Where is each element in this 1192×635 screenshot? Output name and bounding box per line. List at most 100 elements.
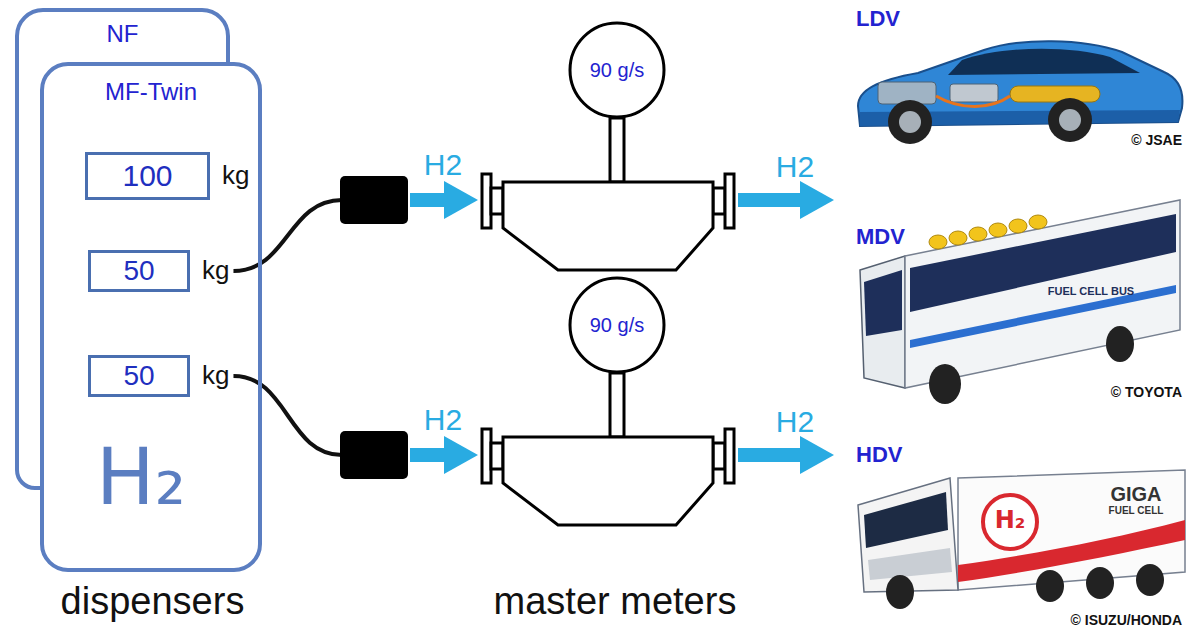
meter-pipe — [713, 188, 725, 214]
flow-arrow-shaft — [410, 193, 448, 207]
bus-wheel — [929, 364, 961, 404]
flow-label: H2 — [403, 148, 483, 183]
vehicle-picture: LDV © JSAE — [850, 4, 1188, 150]
car-rim — [1059, 109, 1081, 131]
truck-grille — [868, 548, 952, 580]
meter-pipe — [491, 443, 503, 469]
vehicle-class: MDV — [856, 224, 905, 249]
truck-illustration — [858, 470, 1185, 609]
car-motor — [878, 82, 936, 104]
group-caption: dispensers — [20, 580, 285, 624]
vehicle-lettering: GIGA — [1100, 483, 1172, 506]
gauge-circle — [570, 23, 664, 117]
flow-label: H2 — [765, 405, 825, 440]
flow-arrow-head — [444, 181, 478, 219]
car-tank — [1010, 86, 1100, 102]
meter-pipe — [491, 188, 503, 214]
bus-illustration — [860, 200, 1180, 404]
car-rim — [899, 111, 921, 133]
flow-label: H2 — [403, 403, 483, 438]
value-box: 100 — [85, 152, 210, 200]
quantity-setting: 50 kg — [88, 250, 233, 292]
panel-title: NF — [15, 8, 230, 48]
meter-stem — [610, 118, 624, 182]
truck-windshield — [864, 492, 948, 548]
bus-wheel — [1106, 326, 1134, 362]
car-stack — [950, 84, 998, 102]
truck-wheel — [1036, 570, 1064, 602]
hose-connector — [233, 176, 478, 271]
group-caption: master meters — [440, 580, 790, 624]
gauge-reading: 90 g/s — [590, 59, 644, 82]
car-cable — [936, 96, 1010, 107]
panel-title: MF-Twin — [44, 66, 258, 106]
copyright-note: © JSAE — [1131, 132, 1182, 148]
truck-wheel — [886, 575, 914, 609]
truck-wheel — [1086, 567, 1114, 599]
outflow-arrows — [738, 181, 834, 474]
vehicle-class: HDV — [856, 442, 902, 467]
car-body — [858, 41, 1182, 126]
meter-body — [503, 437, 713, 525]
hose — [233, 200, 342, 271]
truck-logo-ring — [983, 495, 1037, 549]
meter-flange — [725, 174, 734, 228]
car-illustration — [858, 41, 1182, 144]
nozzle — [340, 176, 408, 224]
meter-stem — [610, 373, 624, 437]
bus-windows — [910, 214, 1176, 312]
truck-wheel — [1136, 564, 1164, 596]
nozzle — [340, 431, 408, 479]
value-box: 50 — [88, 355, 190, 397]
bus-tank — [1009, 219, 1027, 233]
truck-swoosh — [958, 520, 1185, 582]
bus-front — [860, 256, 905, 388]
meter-flange — [725, 429, 734, 483]
gauge-face: 90 g/s — [575, 283, 659, 367]
vehicle-picture: HDV © ISUZU/HONDA — [850, 440, 1188, 630]
master-meter: 90 g/s — [478, 20, 738, 275]
gas-symbol: H₂ — [96, 438, 186, 516]
master-meter: 90 g/s — [478, 275, 738, 530]
flow-arrow-head — [444, 436, 478, 474]
car-wheel — [888, 100, 932, 144]
vehicle-logo: H₂ — [985, 507, 1035, 535]
outflow-arrow-head — [800, 436, 834, 474]
vehicle-lettering: FUEL CELL BUS — [1045, 285, 1137, 298]
unit-label: kg — [202, 256, 229, 286]
outflow-arrow-head — [800, 181, 834, 219]
meter-outline — [478, 20, 738, 275]
bus-stripe — [910, 285, 1176, 348]
value-number: 100 — [122, 161, 172, 191]
outflow-arrow-shaft — [738, 193, 802, 207]
hose — [233, 376, 342, 455]
bus-tank — [929, 235, 947, 249]
bus-side — [905, 200, 1180, 388]
bus-windshield — [864, 270, 902, 336]
value-box: 50 — [88, 250, 190, 292]
value-number: 50 — [123, 257, 154, 285]
meter-pipe — [713, 443, 725, 469]
gauge-reading: 90 g/s — [590, 314, 644, 337]
meter-outline — [478, 275, 738, 530]
bus-tank — [949, 231, 967, 245]
quantity-setting: 100kg — [85, 152, 253, 200]
truck-trailer — [958, 470, 1185, 590]
quantity-setting: 50 kg — [88, 355, 233, 397]
outflow-arrow-shaft — [738, 448, 802, 462]
vehicle-class: LDV — [856, 6, 900, 31]
car-wheel — [1048, 98, 1092, 142]
meter-body — [503, 182, 713, 270]
truck-cab — [858, 478, 958, 592]
vehicle-picture: MDV© TOYOTA — [850, 222, 1188, 402]
car-window — [948, 49, 1140, 75]
car-sill — [860, 110, 1180, 126]
copyright-note: © ISUZU/HONDA — [1071, 612, 1182, 628]
bus-tank — [969, 227, 987, 241]
bus-tank — [1029, 215, 1047, 229]
gauge-face: 90 g/s — [575, 28, 659, 112]
bus-tank — [989, 223, 1007, 237]
unit-label: kg — [202, 361, 229, 391]
